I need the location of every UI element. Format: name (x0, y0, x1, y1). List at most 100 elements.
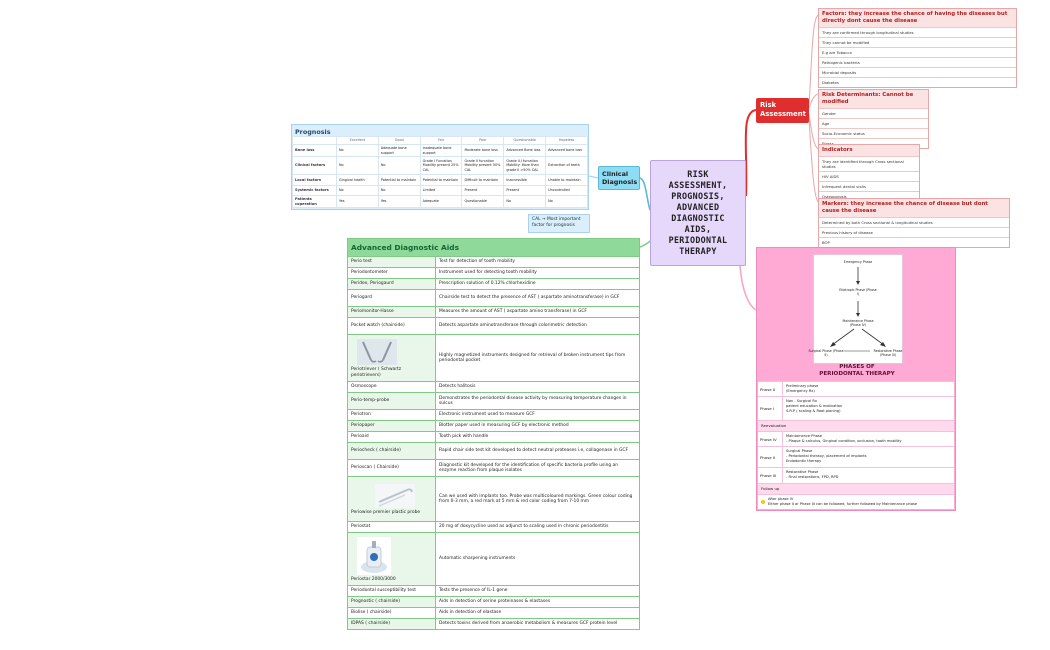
risk-assessment-node[interactable]: Risk Assessment (756, 98, 809, 123)
table-row: Systemic factors No No Limited Present P… (292, 185, 588, 197)
markers-node[interactable]: Markers: they increase the chance of dis… (818, 198, 1010, 248)
list-item: BOP (819, 236, 1009, 247)
phase-line: - Plaque & calculus, Gingival condition,… (786, 438, 902, 443)
connector-factors (808, 14, 819, 105)
central-line: THERAPY (679, 246, 717, 256)
aid-name: IDPAS ( chairside) (348, 619, 436, 629)
table-cell: Uncontrolled (545, 185, 588, 197)
aid-name: Periotriever ( Schwartz periotrievers) (351, 367, 402, 378)
central-line: RISK (687, 169, 709, 179)
table-row: Periotriever ( Schwartz periotrievers) H… (348, 334, 639, 381)
central-line: ADVANCED (676, 202, 720, 212)
table-row: Prognostic ( chairside)Aids in detection… (348, 596, 639, 607)
table-row: Phase IV Maintainence Phase- Plaque & ca… (758, 431, 954, 446)
table-row: Phase II Surgical Phase- Periodontal the… (758, 446, 954, 467)
phase-line: - Final restorations, FPD, RPD (786, 474, 839, 479)
table-cell: No (503, 195, 547, 209)
phase-label: Phase 0 (758, 382, 783, 396)
table-row: Bone loss No Adequate bone support Inade… (292, 143, 588, 158)
phases-node[interactable]: Emergency Phase Etiotropic Phase (Phase … (756, 247, 956, 511)
table-cell: Advanced bone loss (545, 143, 588, 158)
aid-name: Perio-temp-probe (348, 393, 436, 409)
connector-determinants (808, 93, 819, 109)
table-cell: Inadequate bone support (419, 143, 463, 158)
aid-name: Pocket watch (chairside) (348, 318, 436, 334)
row-label: Local factors (292, 174, 337, 187)
table-cell: Grade II furcation Mobility present 50% … (461, 156, 505, 176)
aid-name: Periocheck ( chairside) (348, 443, 436, 459)
aid-description: Aids in detection of elastase (439, 610, 502, 616)
row-label: Clinical factors (292, 156, 337, 176)
aid-name: Periotron (348, 410, 436, 420)
phase-label: Phase IV (758, 432, 783, 446)
aid-name: Periostar 2000/3000 (351, 576, 396, 582)
list-item: Stress (819, 137, 928, 148)
emergency-phase-label: Emergency Phase (843, 260, 873, 264)
table-cell: No (336, 143, 379, 158)
aid-name: Biolise ( chairside) (348, 608, 436, 618)
row-label: Bone loss (292, 143, 337, 158)
aid-name: Prognostic ( chairside) (348, 597, 436, 607)
table-row: Patients coperation Yes Yes Adequate Que… (292, 195, 588, 209)
central-line: ASSESSMENT, (668, 180, 728, 190)
phase-line: Non - Surgical Rx (786, 399, 817, 403)
clinical-diagnosis-label: Clinical Diagnosis (602, 170, 638, 186)
prognosis-title: Prognosis (295, 128, 331, 136)
aid-name: Perioscan ( Chairside) (348, 460, 436, 476)
phase-label: Phase III (758, 468, 783, 483)
factors-title: Factors: they increase the chance of hav… (822, 11, 1008, 24)
clinical-diagnosis-node[interactable]: Clinical Diagnosis (598, 166, 640, 190)
central-line: PROGNOSIS, (671, 191, 725, 201)
list-item: Previous history of disease (819, 226, 1009, 237)
periostar-image (357, 536, 391, 575)
prognosis-header-row: Excellent Good Fair Poor Questionable Ho… (292, 136, 588, 145)
table-cell: Moderate bone loss (461, 143, 505, 158)
phase-line: (Emergency Rx) (786, 388, 815, 393)
aid-name-cell: Periotriever ( Schwartz periotrievers) (348, 335, 436, 381)
cal-note-node[interactable]: CAL → Most important factor for prognosi… (528, 214, 590, 233)
risk-determinants-node[interactable]: Risk Determinants: Cannot be modified Ge… (818, 89, 929, 149)
connector-markers (808, 117, 819, 203)
table-row: Clinical factors No No Grade I Furcation… (292, 156, 588, 176)
central-topic[interactable]: RISK ASSESSMENT, PROGNOSIS, ADVANCED DIA… (650, 160, 746, 266)
aid-description: Can we used with implants too. Probe was… (439, 493, 633, 504)
aid-name: Periomonitor-Hasse (348, 307, 436, 317)
aid-description: Detects halitosis (439, 384, 476, 390)
table-cell: No (336, 156, 379, 176)
header-cell: Fair (419, 136, 463, 145)
aid-name: Periopaper (348, 421, 436, 431)
phase-line: Maintainence Phase (786, 434, 823, 438)
indicators-node[interactable]: Indicators They are identified through C… (818, 144, 920, 202)
prognosis-table: Excellent Good Fair Poor Questionable Ho… (292, 136, 588, 209)
row-label: Patients coperation (292, 195, 337, 209)
row-label: Systemic factors (292, 185, 337, 197)
list-item: Age (819, 117, 928, 128)
central-line: AIDS, (684, 224, 712, 234)
table-row: Periowise premier plastic probe Can we u… (348, 476, 639, 521)
connector-phases (739, 265, 757, 311)
aid-description: Test for detection of tooth mobility (439, 259, 515, 265)
aid-name: Periodontal susceptibility test (348, 586, 436, 596)
surgical-phase-label: Surgical Phase (Phase II) (808, 349, 844, 357)
aid-description: Diagnostic kit developed for the identif… (439, 462, 619, 473)
header-cell: Poor (461, 136, 505, 145)
restorative-phase-label: Restorative Phase (Phase III) (873, 349, 903, 357)
aid-name-cell: Periowise premier plastic probe (348, 477, 436, 521)
aid-description: Tooth pick with handle (439, 434, 489, 440)
header-cell: Excellent (336, 136, 379, 145)
risk-assessment-label: Risk Assessment (760, 101, 806, 118)
factors-node[interactable]: Factors: they increase the chance of hav… (818, 8, 1017, 88)
table-row: Periostar 2000/3000 Automatic sharpening… (348, 532, 639, 585)
aid-name: Periostat (348, 522, 436, 532)
prognosis-table-node[interactable]: Prognosis Excellent Good Fair Poor Quest… (291, 124, 589, 210)
connector-clinical (639, 177, 651, 211)
list-item: Pathogenic bacteria (819, 56, 1016, 67)
list-item: Osteoporosis (819, 190, 919, 201)
